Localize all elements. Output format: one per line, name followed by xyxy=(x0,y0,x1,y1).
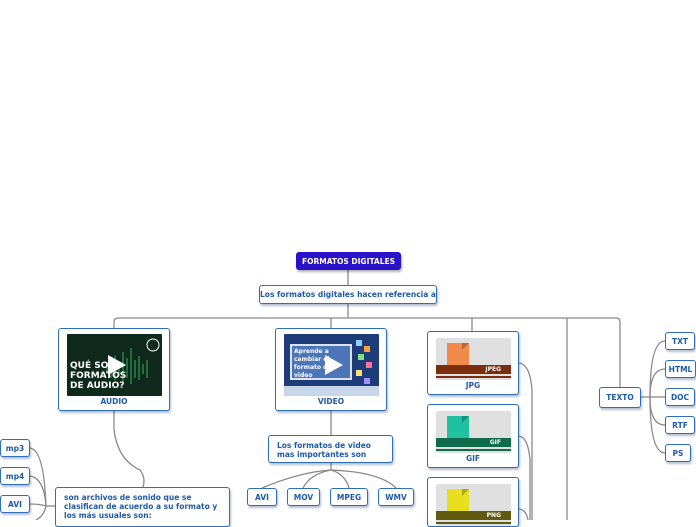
image-format-gif[interactable]: GIF GIF xyxy=(427,404,519,468)
gif-label: GIF xyxy=(465,454,481,463)
intro-text: Los formatos digitales hacen referencia … xyxy=(260,290,436,299)
text-format-txt[interactable]: TXT xyxy=(665,332,695,350)
audio-format-mp3[interactable]: mp3 xyxy=(0,439,30,457)
video-node[interactable]: Aprende a cambiar el formato de video VI… xyxy=(275,328,387,411)
audio-video-thumbnail[interactable]: QUÉ SO FORMATOS DE AUDIO? xyxy=(67,334,162,396)
intro-node[interactable]: Los formatos digitales hacen referencia … xyxy=(259,285,437,304)
video-format-avi[interactable]: AVI xyxy=(247,488,277,506)
jpg-label: JPG xyxy=(465,381,481,390)
video-format-mpeg[interactable]: MPEG xyxy=(330,488,368,506)
audio-node[interactable]: QUÉ SO FORMATOS DE AUDIO? AUDIO xyxy=(58,328,170,411)
video-label: VIDEO xyxy=(317,397,345,406)
play-icon[interactable] xyxy=(324,355,343,375)
play-icon[interactable] xyxy=(107,355,126,375)
jpeg-file-thumbnail: JPEG xyxy=(436,338,511,380)
video-format-wmv[interactable]: WMV xyxy=(378,488,414,506)
root-title: FORMATOS DIGITALES xyxy=(301,256,396,266)
file-icon xyxy=(447,489,469,511)
gif-file-thumbnail: GIF xyxy=(436,411,511,453)
audio-thumb-caption: QUÉ SO FORMATOS DE AUDIO? xyxy=(70,361,127,391)
file-icon xyxy=(447,416,469,438)
text-format-ps[interactable]: PS xyxy=(665,444,691,462)
video-format-mov[interactable]: MOV xyxy=(287,488,320,506)
text-format-rtf[interactable]: RTF xyxy=(665,416,695,434)
file-icon xyxy=(447,343,469,365)
audio-format-mp4[interactable]: mp4 xyxy=(0,467,30,485)
video-description: Los formatos de video mas importantes so… xyxy=(277,441,371,459)
text-format-doc[interactable]: DOC xyxy=(665,388,695,406)
video-thumb-caption: Aprende a cambiar el formato de video xyxy=(294,348,332,379)
audio-format-avi[interactable]: AVI xyxy=(0,495,30,513)
video-thumbnail[interactable]: Aprende a cambiar el formato de video xyxy=(284,334,379,396)
text-label: TEXTO xyxy=(606,393,634,402)
audio-label: AUDIO xyxy=(100,397,128,406)
text-format-html[interactable]: HTML xyxy=(665,360,696,378)
video-description-node[interactable]: Los formatos de video mas importantes so… xyxy=(268,435,393,463)
png-file-thumbnail: PNG xyxy=(436,484,511,526)
audio-description: son archivos de sonido que se clasifican… xyxy=(64,493,218,520)
image-format-jpg[interactable]: JPEG JPG xyxy=(427,331,519,395)
audio-description-node[interactable]: son archivos de sonido que se clasifican… xyxy=(55,487,230,527)
text-node[interactable]: TEXTO xyxy=(599,387,641,408)
root-node[interactable]: FORMATOS DIGITALES xyxy=(296,252,401,270)
